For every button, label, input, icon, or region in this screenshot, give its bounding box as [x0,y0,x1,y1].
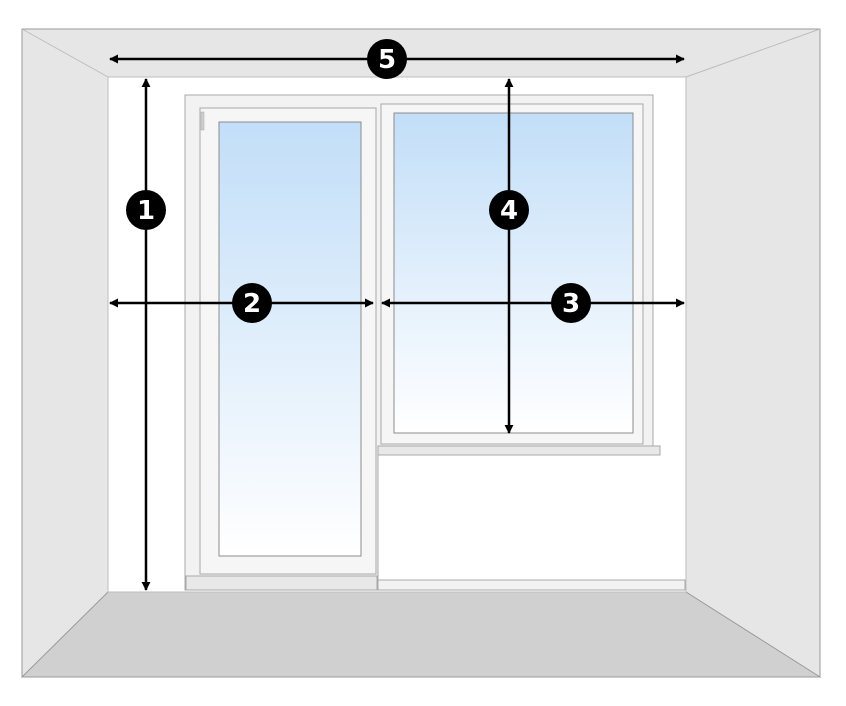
marker-2: 2 [232,283,272,323]
marker-2-circle [232,283,272,323]
under-window-baseboard [377,579,686,591]
marker-1-circle [126,190,166,230]
marker-3-circle [551,283,591,323]
marker-4-label: 4 [500,196,518,226]
balcony-window [377,103,661,456]
marker-4: 4 [489,190,529,230]
marker-4-circle [489,190,529,230]
door-hinge [200,111,205,131]
door-threshold [185,575,378,591]
wall-corner-left [21,28,109,78]
window-glass [393,112,634,434]
marker-3-label: 3 [562,289,580,319]
balcony-door [185,107,378,591]
door-glass [218,121,362,557]
marker-5: 5 [367,39,407,79]
wall-corner-right [685,28,821,78]
marker-5-circle [367,39,407,79]
floor [20,591,822,678]
window-sill [377,445,661,456]
marker-1-label: 1 [137,196,155,226]
marker-5-label: 5 [378,45,396,75]
marker-3: 3 [551,283,591,323]
marker-2-label: 2 [243,289,261,319]
marker-1: 1 [126,190,166,230]
